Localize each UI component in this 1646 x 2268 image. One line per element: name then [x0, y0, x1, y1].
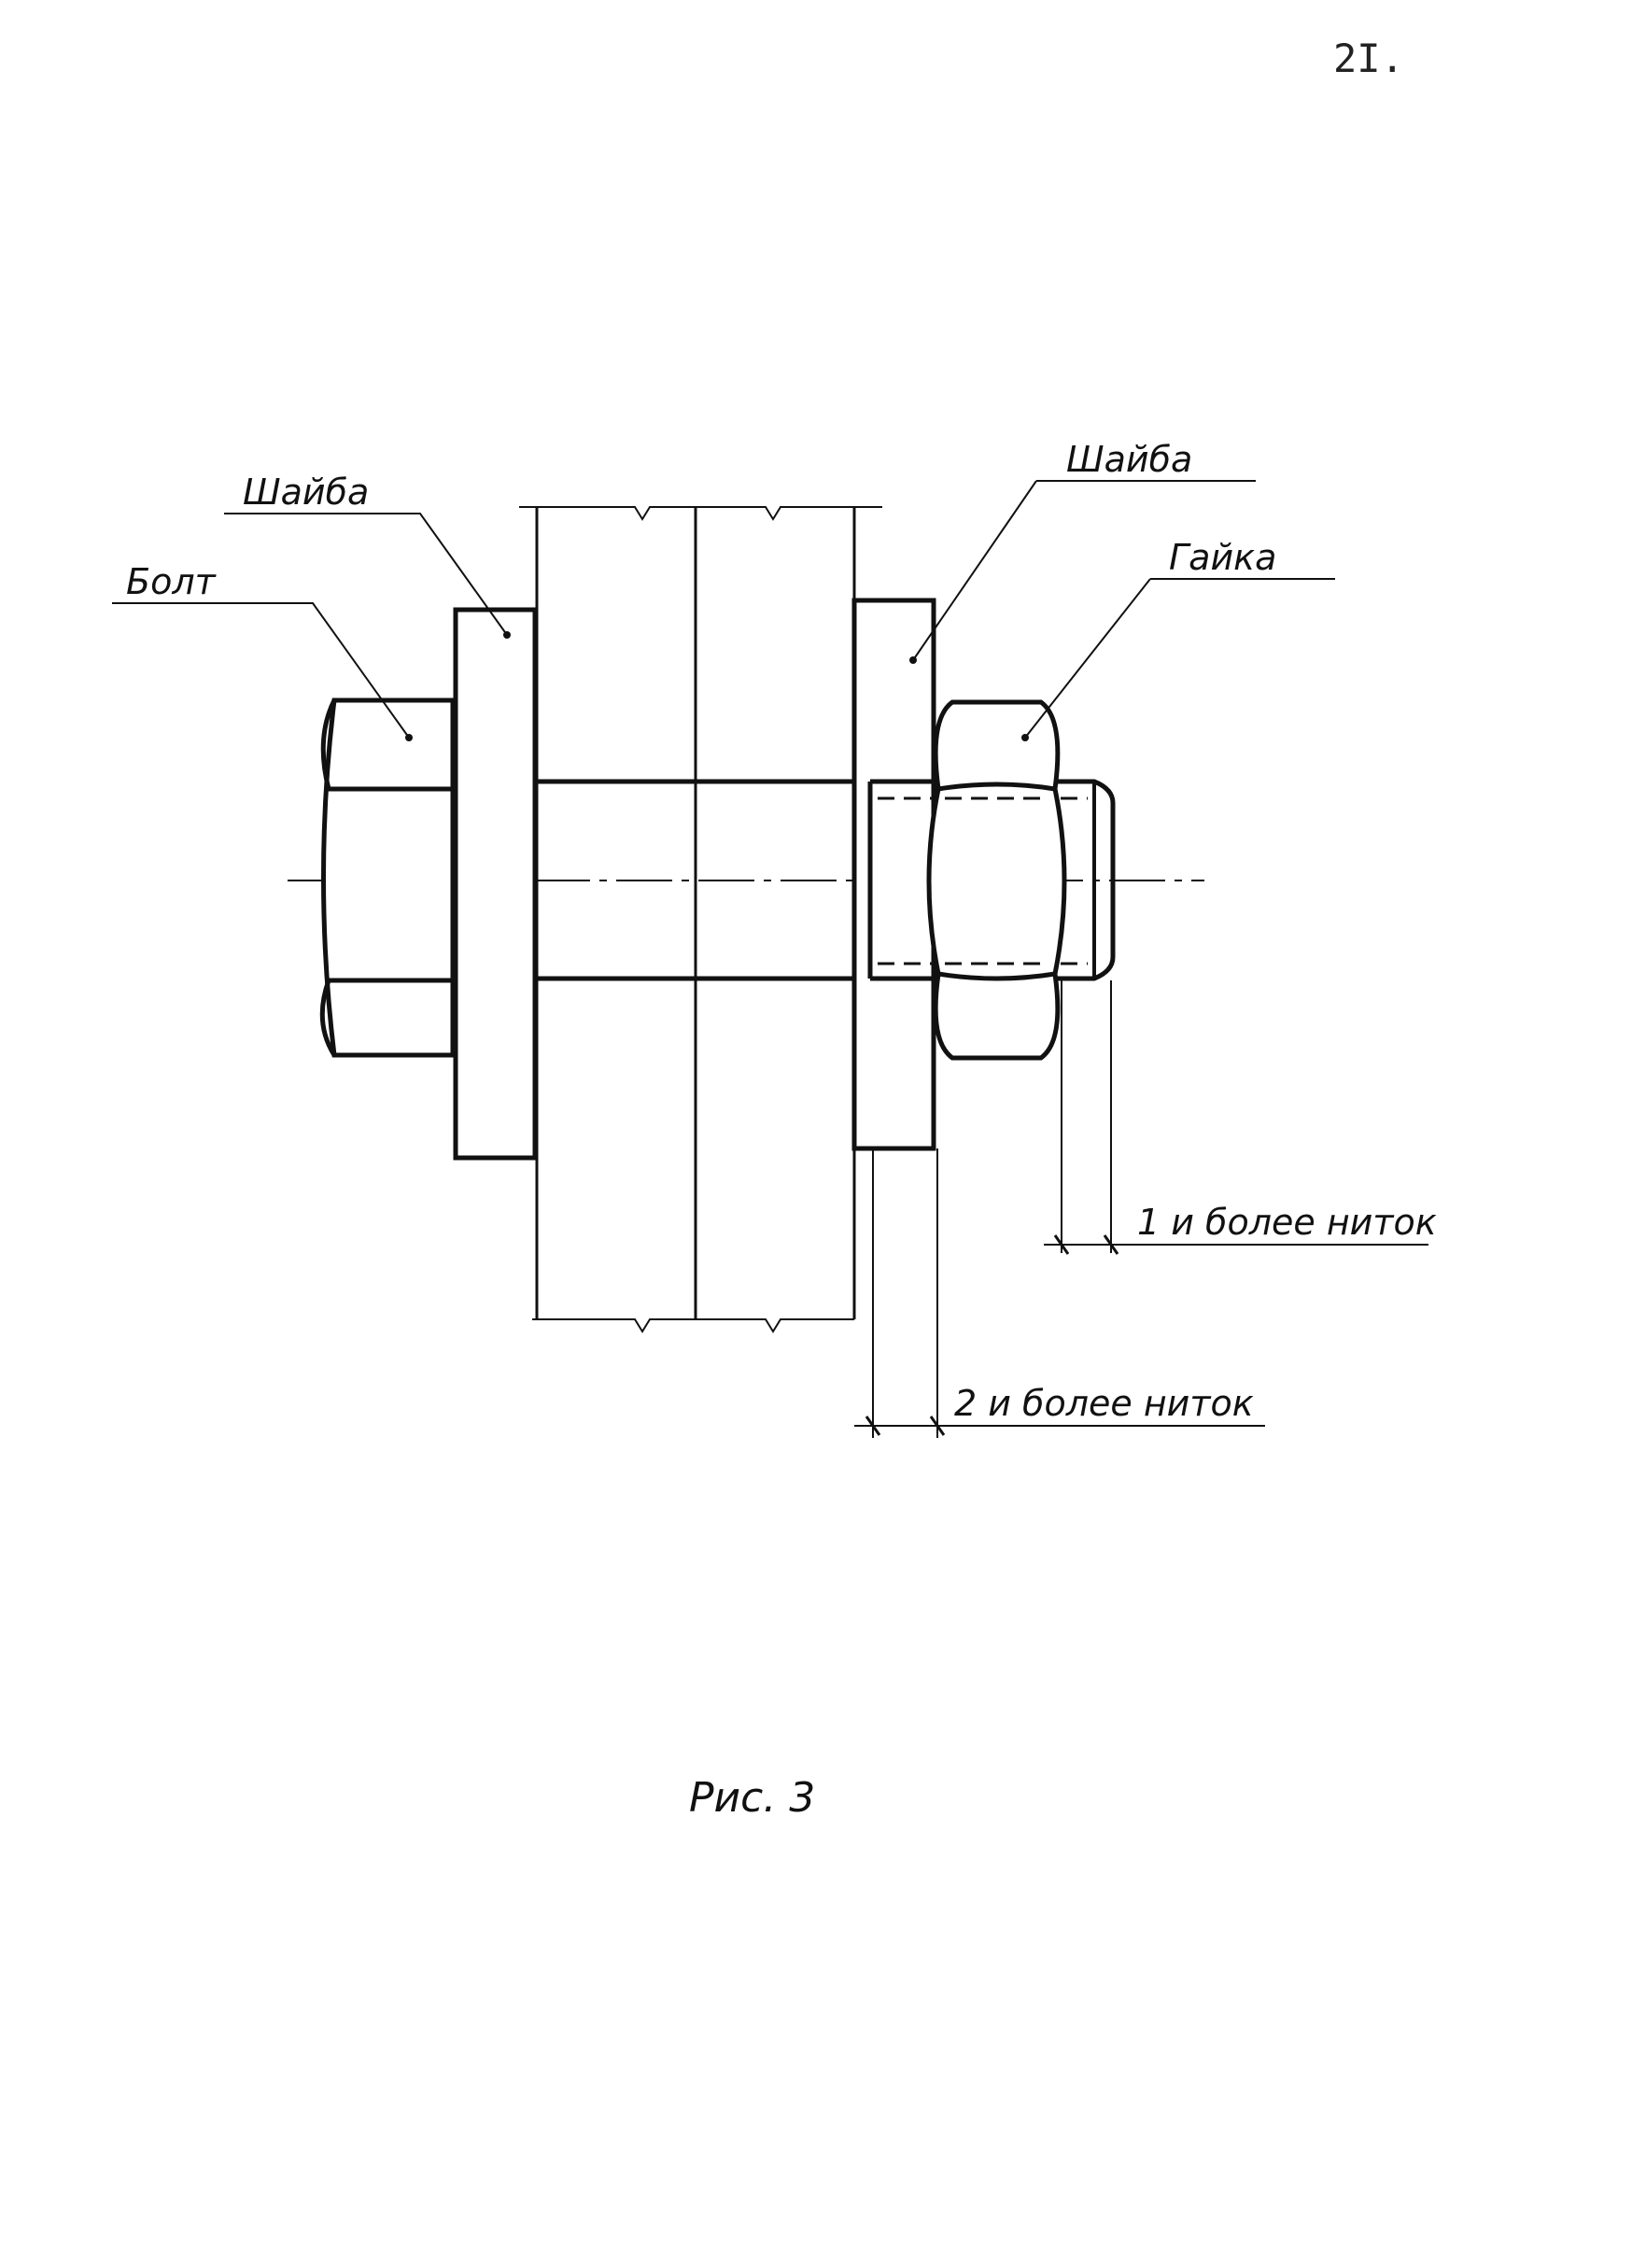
leader-lines [112, 480, 1335, 739]
nut [926, 699, 1067, 1061]
plates [519, 506, 882, 1333]
label-thread-protrusion: 1 и более ниток [1137, 1202, 1437, 1243]
label-washer-right: Шайба [1066, 439, 1192, 480]
bolt-head [319, 697, 456, 1058]
label-bolt: Болт [126, 561, 218, 602]
left-washer [453, 607, 538, 1161]
bottom-break-line [532, 1318, 854, 1333]
dimension-lines [854, 980, 1428, 1438]
leader-dots [405, 631, 1029, 741]
right-washer [851, 598, 936, 1151]
bolt-shank [535, 779, 868, 981]
top-break-line [519, 506, 882, 521]
label-washer-left: Шайба [243, 472, 369, 513]
figure-caption: Рис. 3 [689, 1774, 815, 1822]
label-thread-engagement: 2 и более ниток [954, 1383, 1254, 1424]
page-number: 2I. [1333, 35, 1404, 81]
label-nut: Гайка [1169, 537, 1276, 578]
